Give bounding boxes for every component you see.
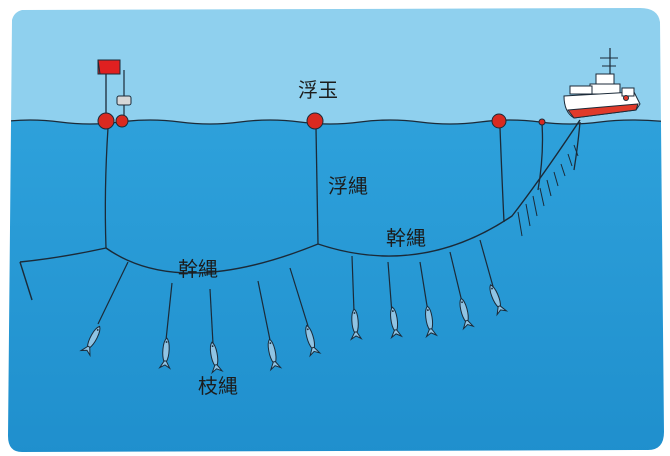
buoy-group xyxy=(97,112,546,130)
branch-ticks xyxy=(517,144,579,237)
flag-icon xyxy=(97,59,121,118)
radio-buoy-icon xyxy=(116,70,132,116)
branch-lines xyxy=(97,239,495,345)
buoy-icon xyxy=(115,114,129,128)
buoy-icon xyxy=(306,112,324,130)
float-lines xyxy=(104,121,581,249)
main-line-label-left: 幹縄 xyxy=(178,257,218,281)
main-line-label-right: 幹縄 xyxy=(386,226,426,250)
ship-icon xyxy=(563,48,641,119)
buoy-icon xyxy=(97,112,115,130)
buoy-icon xyxy=(491,113,507,129)
branch-line-label: 枝縄 xyxy=(198,374,238,398)
float-line-label: 浮縄 xyxy=(328,174,368,198)
sea xyxy=(8,120,664,452)
float-label: 浮玉 xyxy=(298,78,338,102)
buoy-icon xyxy=(538,118,546,126)
